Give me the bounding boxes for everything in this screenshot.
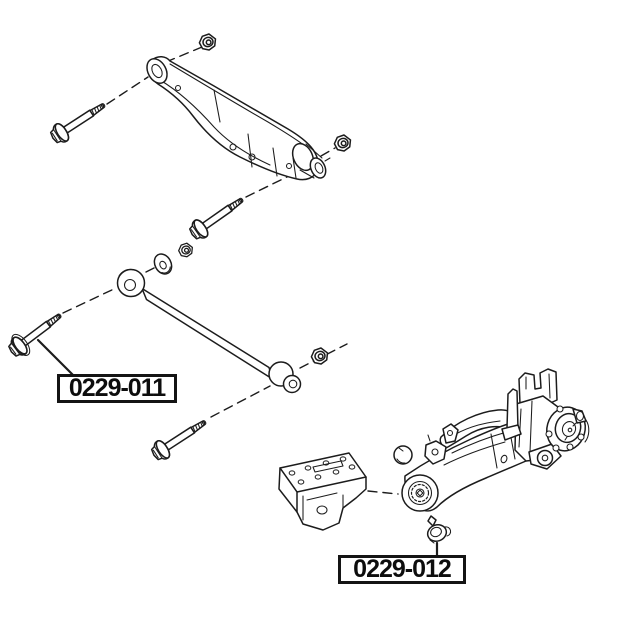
label-leader-line (36, 338, 76, 378)
part-number-text: 0229-012 (353, 555, 452, 583)
pivot-bolt-icon (426, 515, 452, 544)
dashed-assembly-line (62, 287, 117, 314)
trailing-knuckle-drawing (393, 368, 590, 544)
part-number-label-2[interactable]: 0229-012 (338, 555, 466, 584)
dashed-assembly-line (299, 343, 348, 369)
lateral-rod-drawing (116, 268, 302, 394)
upper-arm-assembly (46, 31, 354, 244)
flange-bolt-icon (46, 95, 111, 148)
dashed-assembly-line (320, 147, 336, 157)
flange-bolt-icon (147, 412, 212, 465)
arm-bushing-icon (401, 474, 439, 512)
flange-nut-icon (176, 241, 195, 260)
wheel-hub-drawing (545, 405, 590, 452)
washer-icon (153, 253, 173, 275)
stopper-bumper-icon (393, 445, 413, 465)
flange-nut-icon (332, 132, 354, 154)
lateral-rod-assembly (4, 241, 348, 465)
flange-bolt-icon (185, 190, 249, 244)
part-number-label-1[interactable]: 0229-011 (57, 374, 177, 403)
arm-bushing-icon (291, 142, 331, 179)
flange-nut-icon (309, 345, 331, 367)
mount-bracket-drawing (278, 452, 367, 531)
knuckle-assembly (278, 368, 590, 558)
flange-nut-icon (197, 31, 219, 53)
dashed-assembly-line (210, 385, 271, 418)
flange-bolt-icon (4, 306, 68, 361)
crossmember-arm-drawing (149, 56, 319, 181)
dashed-assembly-line (145, 267, 155, 273)
dashed-assembly-line (367, 490, 399, 495)
dashed-assembly-line (106, 76, 149, 105)
part-number-text: 0229-011 (68, 374, 166, 402)
dashed-assembly-line (165, 46, 203, 63)
arm-bushing-icon (146, 58, 168, 84)
